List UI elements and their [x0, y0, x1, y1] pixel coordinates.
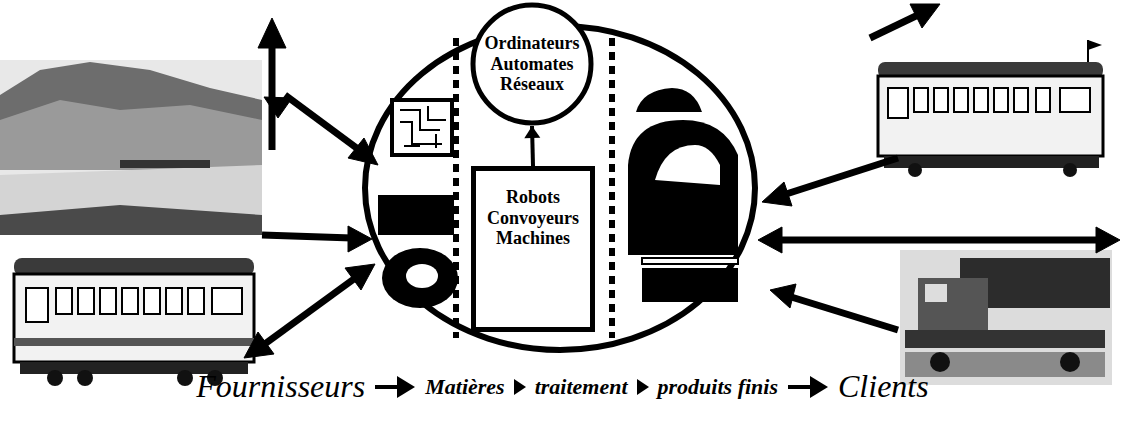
train-picture	[878, 40, 1103, 177]
connector-arrow	[524, 126, 540, 166]
car-picture	[628, 88, 738, 302]
machine-box: Robots Convoyeurs Machines	[471, 166, 595, 332]
flow-label: Matières	[425, 374, 504, 400]
flow-label: produits finis	[658, 374, 778, 400]
disc-picture	[382, 248, 458, 308]
flow-row: Fournisseurs Matières traitement produits f…	[0, 368, 1125, 405]
disc-hole	[406, 264, 438, 288]
flow-arrow	[513, 378, 527, 396]
controller-circle: Ordinateurs Automates Réseaux	[470, 2, 594, 126]
node-label: Robots Convoyeurs Machines	[487, 187, 579, 249]
flow-label: Fournisseurs	[196, 368, 365, 405]
flow-label: Clients	[838, 368, 929, 405]
machine-block	[378, 195, 454, 235]
film-strip-edge	[453, 38, 459, 338]
flow-label: traitement	[535, 374, 628, 400]
locomotive-picture	[900, 250, 1112, 385]
flow-arrow	[636, 378, 650, 396]
circuit-board-picture	[392, 100, 452, 155]
landscape-photo	[0, 60, 262, 235]
node-label: Ordinateurs Automates Réseaux	[484, 33, 579, 95]
film-strip-edge	[609, 38, 615, 338]
factory-ellipse	[365, 26, 755, 350]
train-picture	[14, 258, 254, 386]
flow-arrow	[244, 4, 1120, 358]
flow-arrow	[786, 374, 830, 400]
flow-arrow	[373, 374, 417, 400]
